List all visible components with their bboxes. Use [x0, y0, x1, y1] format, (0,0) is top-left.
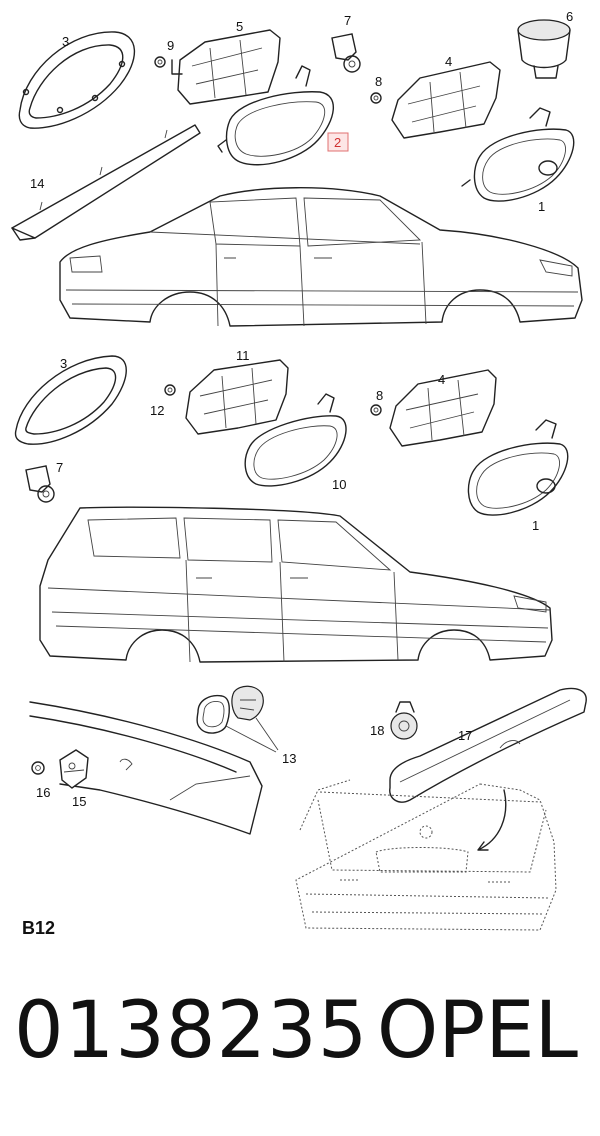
part-15-latch: [59, 749, 89, 789]
callout-7: 7: [344, 13, 351, 28]
tailgate-panel: [29, 701, 263, 835]
callout-11: 11: [236, 348, 250, 363]
brand-name: OPEL: [376, 986, 578, 1076]
part-number: 0138235: [14, 986, 369, 1076]
callout-1b: 1: [532, 518, 539, 533]
part-13-bezel: [196, 685, 279, 753]
part-16-nut: [31, 761, 45, 775]
callout-7b: 7: [56, 460, 63, 475]
callout-10: 10: [332, 477, 346, 492]
part-5-housing: [171, 29, 281, 105]
callout-3: 3: [62, 34, 69, 49]
callout-2: 2: [334, 135, 341, 150]
part-14-trim-strip: [11, 124, 201, 241]
part-8b-nut: [370, 404, 382, 416]
callout-15: 15: [72, 794, 86, 809]
estate-car: [39, 506, 553, 663]
callout-3b: 3: [60, 356, 67, 371]
part-11-housing: [185, 359, 289, 435]
part-12-nut: [164, 384, 176, 396]
callout-8b: 8: [376, 388, 383, 403]
part-7b-lock: [25, 465, 55, 503]
part-6-cap: [517, 19, 571, 79]
parts-diagram: 3 5 9 7 6 8 4 2 14 1 3 11 8 4 12 7 10 1 …: [11, 9, 587, 931]
part-17-trim-strip: [389, 687, 587, 803]
part-18-grommet: [390, 701, 418, 740]
part-1b-handle: [467, 419, 569, 516]
part-1-handle: [461, 107, 575, 202]
part-4-housing: [391, 61, 501, 139]
section-label: B12: [22, 918, 56, 938]
callout-13: 13: [282, 751, 296, 766]
callout-4: 4: [445, 54, 452, 69]
callout-4b: 4: [438, 372, 445, 387]
callout-9: 9: [167, 38, 174, 53]
sedan-car: [59, 187, 583, 327]
callout-14: 14: [30, 176, 44, 191]
part-7-lock: [331, 33, 361, 73]
callout-18: 18: [370, 723, 384, 738]
callout-12: 12: [150, 403, 164, 418]
callout-16: 16: [36, 785, 50, 800]
part-9-nut: [154, 56, 166, 68]
callout-17: 17: [458, 728, 472, 743]
callout-2-highlight: [327, 132, 349, 152]
callout-8: 8: [375, 74, 382, 89]
rear-car-view: [295, 779, 557, 931]
part-4b-housing: [389, 369, 497, 447]
part-2-handle: [217, 65, 335, 166]
part-3-bezel: [18, 31, 136, 129]
part-8-nut: [370, 92, 382, 104]
callout-1: 1: [538, 199, 545, 214]
callouts: 3 5 9 7 6 8 4 2 14 1 3 11 8 4 12 7 10 1 …: [30, 9, 573, 809]
part-3b-bezel: [14, 355, 127, 445]
part-10-handle: [244, 393, 347, 487]
callout-6: 6: [566, 9, 573, 24]
callout-5: 5: [236, 19, 243, 34]
